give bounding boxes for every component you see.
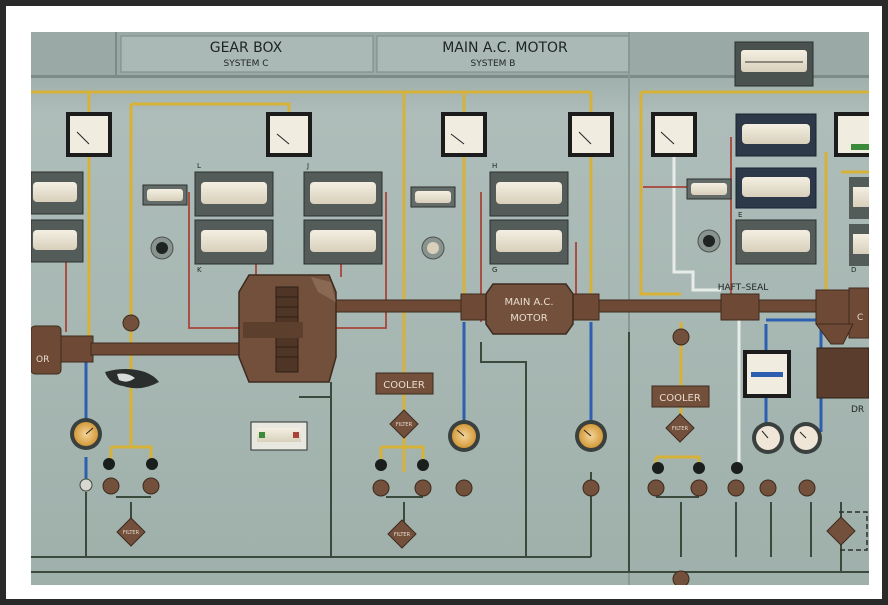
meter-letter: K [197, 266, 202, 274]
scale-meter [849, 224, 869, 266]
cooler-left-label: COOLER [383, 380, 425, 391]
square-meter [651, 112, 697, 157]
gearbox-block [238, 274, 337, 383]
square-meters [66, 112, 869, 398]
motor-header: MAIN A.C. MOTOR SYSTEM B [442, 40, 568, 69]
filter-diamonds [116, 409, 856, 549]
motor-label-line2: MOTOR [510, 313, 547, 324]
small-meters [142, 178, 732, 451]
scale-meter [303, 219, 383, 265]
gearbox-header: GEAR BOX SYSTEM C [210, 40, 283, 69]
motor-block: MAIN A.C. MOTOR [485, 283, 574, 335]
small-lamp [79, 478, 93, 492]
pressure-gauge [752, 422, 784, 454]
white-lines [672, 152, 741, 462]
filter-label-3: FILTER [123, 530, 140, 536]
shaft-seal-text: HAFT–SEAL [718, 283, 769, 293]
dr-tag: DR [851, 405, 864, 415]
square-meter-blue [743, 350, 791, 398]
square-meter [441, 112, 487, 157]
cooler-box-left: COOLER [375, 372, 434, 395]
scale-meter [31, 219, 84, 263]
scale-meter [735, 113, 817, 157]
scale-meter [849, 177, 869, 219]
square-meter [834, 112, 869, 157]
pressure-gauge [575, 420, 607, 452]
main-shaft [31, 287, 869, 375]
small-meter [410, 186, 456, 208]
scale-meter [489, 171, 569, 217]
switches [150, 229, 721, 260]
left-tag: OR [36, 355, 49, 365]
filter-label-1: FILTER [396, 422, 413, 428]
meter-letter: G [492, 266, 497, 274]
meter-letter: H [492, 162, 497, 170]
meter-letter: J [306, 162, 309, 170]
pressure-gauge [70, 418, 102, 450]
scale-meters [31, 113, 869, 266]
scale-meter [489, 219, 569, 265]
meter-letter: D [851, 266, 856, 274]
gearbox-title: GEAR BOX [210, 40, 283, 56]
switch-knob[interactable] [150, 236, 174, 260]
motor-system: SYSTEM B [471, 59, 516, 69]
right-edge-tag: C [857, 313, 863, 323]
scale-meter [194, 171, 274, 217]
pressure-gauge [448, 420, 480, 452]
filter-label-2: FILTER [672, 426, 689, 432]
scale-meter [735, 167, 817, 209]
gearbox-system: SYSTEM C [223, 59, 268, 69]
small-meter [250, 421, 308, 451]
pressure-gauges [70, 418, 822, 454]
dr-block: DR [816, 347, 869, 415]
scale-meter [194, 219, 274, 265]
valve-discs [102, 314, 816, 585]
square-meter [568, 112, 614, 157]
motor-title: MAIN A.C. MOTOR [442, 40, 568, 56]
pressure-gauge [790, 422, 822, 454]
small-meter [686, 178, 732, 200]
square-meter [266, 112, 312, 157]
cooler-right-label: COOLER [659, 393, 701, 404]
switch-knob[interactable] [421, 236, 445, 260]
motor-label-line1: MAIN A.C. [504, 297, 553, 308]
indicator-buttons [103, 458, 743, 474]
meter-letter: E [738, 211, 742, 219]
shaft-seal-label: HAFT–SEAL [718, 283, 769, 293]
control-panel-photo: GEAR BOX SYSTEM C MAIN A.C. MOTOR SYSTEM… [31, 32, 869, 585]
cooler-box-right: COOLER [651, 385, 710, 408]
filter-label-4: FILTER [394, 532, 411, 538]
yellow-lines [31, 90, 869, 472]
scale-meter [31, 171, 84, 215]
switch-knob[interactable] [697, 229, 721, 253]
paint-scuff [105, 369, 159, 389]
small-meter [142, 184, 188, 206]
scale-meter [303, 171, 383, 217]
dark-lines [31, 332, 869, 573]
header-meter [734, 41, 814, 87]
scale-meter [735, 219, 817, 265]
square-meter [66, 112, 112, 157]
meter-letter: L [197, 162, 201, 170]
photo-frame: GEAR BOX SYSTEM C MAIN A.C. MOTOR SYSTEM… [6, 6, 882, 599]
dashed-outline [839, 511, 868, 551]
